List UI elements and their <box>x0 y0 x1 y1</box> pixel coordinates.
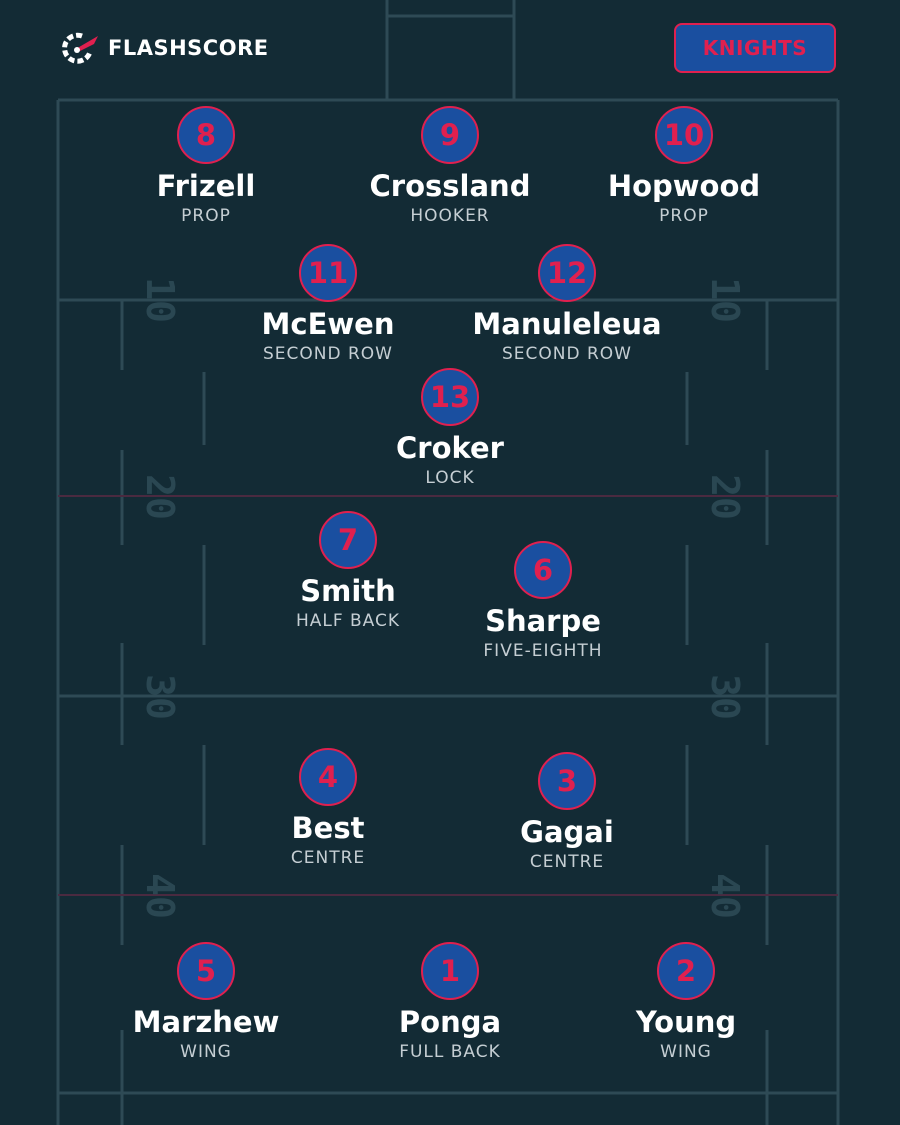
player-name: Marzhew <box>132 1005 280 1039</box>
jersey-number: 1 <box>421 942 479 1000</box>
player-card: 13 Croker LOCK <box>330 368 570 489</box>
player-position: PROP <box>659 206 709 226</box>
player-card: 5 Marzhew WING <box>86 942 326 1063</box>
player-card: 11 McEwen SECOND ROW <box>208 244 448 365</box>
player-position: FIVE-EIGHTH <box>483 641 603 661</box>
yard-marker-right: 40 <box>703 873 747 919</box>
player-name: McEwen <box>261 307 395 341</box>
yard-marker-left: 10 <box>138 277 182 323</box>
player-name: Ponga <box>398 1005 502 1039</box>
yard-marker-right: 10 <box>703 277 747 323</box>
player-position: LOCK <box>425 468 475 488</box>
player-card: 1 Ponga FULL BACK <box>330 942 570 1063</box>
player-name: Gagai <box>520 815 614 849</box>
player-position: CENTRE <box>529 852 605 872</box>
player-name: Manuleleua <box>472 307 662 341</box>
player-position: WING <box>660 1042 712 1062</box>
yard-marker-right: 30 <box>703 674 747 720</box>
yard-marker-left: 20 <box>138 474 182 520</box>
player-card: 3 Gagai CENTRE <box>447 752 687 873</box>
player-position: HOOKER <box>410 206 490 226</box>
jersey-number: 12 <box>538 244 596 302</box>
player-card: 8 Frizell PROP <box>86 106 326 227</box>
jersey-number: 5 <box>177 942 235 1000</box>
jersey-number: 9 <box>421 106 479 164</box>
player-position: WING <box>180 1042 232 1062</box>
jersey-number: 7 <box>319 511 377 569</box>
player-card: 12 Manuleleua SECOND ROW <box>447 244 687 365</box>
yard-marker-left: 30 <box>138 674 182 720</box>
player-name: Young <box>635 1005 737 1039</box>
brand: FLASHSCORE <box>58 30 269 66</box>
player-card: 4 Best CENTRE <box>208 748 448 869</box>
player-position: CENTRE <box>290 848 366 868</box>
player-position: SECOND ROW <box>502 344 632 364</box>
player-name: Crossland <box>369 169 531 203</box>
player-card: 2 Young WING <box>566 942 806 1063</box>
jersey-number: 8 <box>177 106 235 164</box>
player-name: Sharpe <box>485 604 601 638</box>
player-card: 10 Hopwood PROP <box>564 106 804 227</box>
player-name: Smith <box>300 574 396 608</box>
jersey-number: 13 <box>421 368 479 426</box>
player-name: Hopwood <box>607 169 761 203</box>
jersey-number: 6 <box>514 541 572 599</box>
jersey-number: 4 <box>299 748 357 806</box>
player-card: 7 Smith HALF BACK <box>228 511 468 632</box>
player-position: SECOND ROW <box>263 344 393 364</box>
player-position: PROP <box>181 206 231 226</box>
player-card: 6 Sharpe FIVE-EIGHTH <box>423 541 663 662</box>
player-name: Best <box>291 811 365 845</box>
flashscore-logo-icon <box>62 32 98 64</box>
team-badge: KNIGHTS <box>674 23 836 73</box>
jersey-number: 11 <box>299 244 357 302</box>
jersey-number: 10 <box>655 106 713 164</box>
player-position: FULL BACK <box>399 1042 501 1062</box>
player-position: HALF BACK <box>295 611 401 631</box>
player-name: Croker <box>396 431 504 465</box>
yard-marker-right: 20 <box>703 474 747 520</box>
jersey-number: 3 <box>538 752 596 810</box>
jersey-number: 2 <box>657 942 715 1000</box>
brand-name: FLASHSCORE <box>108 36 269 60</box>
player-name: Frizell <box>156 169 256 203</box>
yard-marker-left: 40 <box>138 873 182 919</box>
player-card: 9 Crossland HOOKER <box>330 106 570 227</box>
